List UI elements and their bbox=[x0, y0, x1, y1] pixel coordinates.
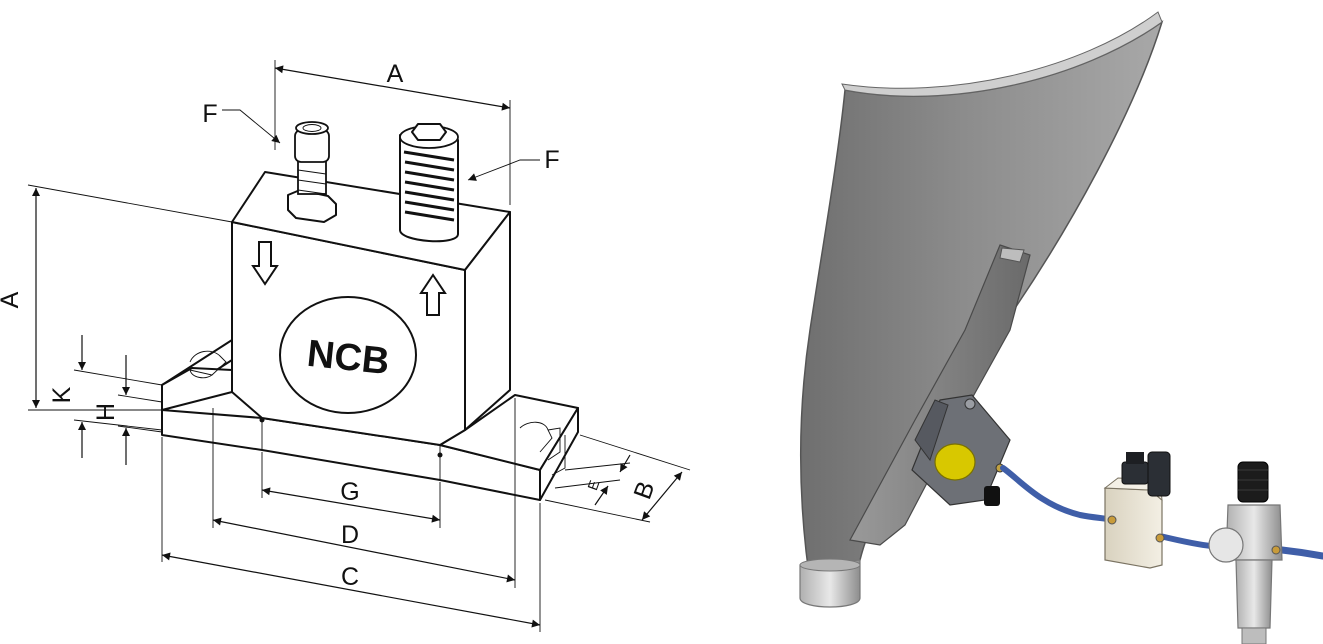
label-f-left: F bbox=[202, 100, 217, 128]
silencer-fitting bbox=[399, 123, 459, 243]
brand-ellipse bbox=[279, 296, 417, 414]
callout-f-right: F bbox=[467, 146, 560, 181]
pressure-gauge-icon bbox=[1208, 527, 1244, 563]
hose-barb-fitting bbox=[287, 121, 337, 223]
flow-down-arrow-icon bbox=[251, 241, 279, 286]
ncb-dimension-drawing: NCB A bbox=[0, 60, 691, 632]
brand-label: NCB bbox=[305, 333, 391, 383]
silencer-black bbox=[984, 486, 1000, 506]
label-g: G bbox=[340, 478, 359, 506]
hopper-outlet bbox=[799, 559, 861, 608]
label-a-side: A bbox=[0, 291, 24, 308]
vibrator-plate bbox=[934, 443, 976, 481]
callout-f-left: F bbox=[202, 100, 281, 144]
air-hose bbox=[1000, 465, 1115, 523]
label-e: E bbox=[584, 478, 602, 492]
vibrator-body bbox=[161, 171, 579, 501]
label-k: K bbox=[48, 386, 76, 403]
dim-g: G bbox=[261, 452, 441, 528]
flow-up-arrow-icon bbox=[419, 273, 447, 316]
hopper-illustration bbox=[799, 11, 1323, 644]
dim-e: E bbox=[554, 454, 631, 506]
dim-h: H bbox=[92, 355, 163, 465]
dim-a-side: A bbox=[0, 184, 233, 411]
ncb-vibrator-unit bbox=[911, 394, 1011, 506]
label-c: C bbox=[341, 563, 359, 591]
dim-c: C bbox=[161, 437, 541, 632]
dim-k: K bbox=[48, 335, 163, 458]
label-f-right: F bbox=[544, 146, 559, 174]
label-h: H bbox=[92, 403, 120, 421]
label-d: D bbox=[341, 521, 359, 549]
filter-regulator bbox=[1208, 461, 1283, 644]
label-a-top: A bbox=[387, 60, 404, 88]
label-b: B bbox=[628, 478, 660, 503]
mounting-rail bbox=[849, 244, 1031, 546]
solenoid-valve bbox=[1103, 451, 1171, 569]
